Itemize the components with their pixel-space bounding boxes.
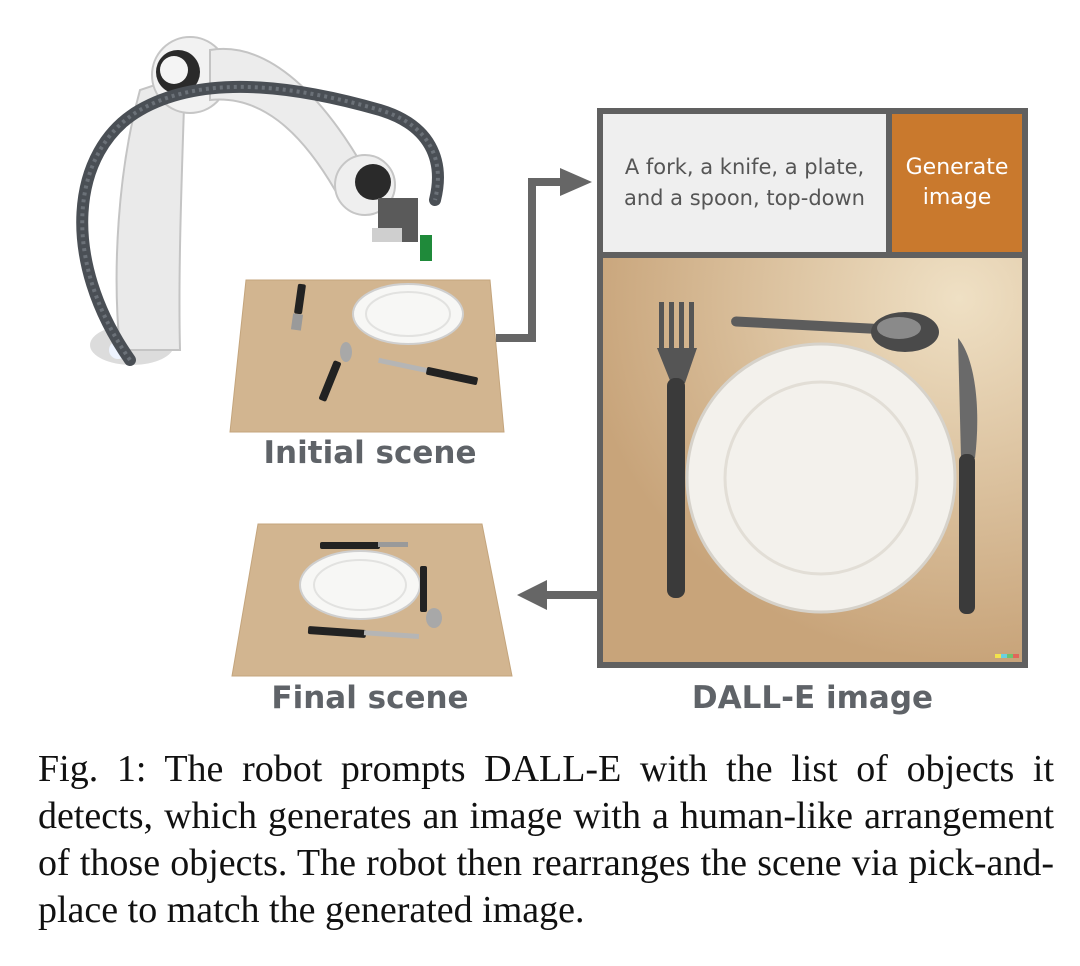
initial-scene-image (229, 279, 505, 433)
generate-image-button[interactable]: Generate image (892, 114, 1022, 252)
robot-arm-image (76, 36, 444, 366)
figure-1: Initial scene A fork, a knife, a plate, … (76, 36, 1028, 716)
initial-scene-label: Initial scene (263, 435, 477, 471)
fork-shape (657, 302, 697, 598)
figure-caption: Fig. 1: The robot prompts DALL-E with th… (38, 748, 1054, 931)
generate-image-label: Generate image (905, 155, 1009, 210)
final-scene-image (231, 523, 513, 677)
arrow-to-prompt (496, 168, 592, 342)
dalle-panel: A fork, a knife, a plate, and a spoon, t… (597, 108, 1028, 668)
dalle-generated-image (603, 258, 1022, 662)
prompt-text-box[interactable]: A fork, a knife, a plate, and a spoon, t… (603, 114, 886, 252)
arrow-to-final (517, 580, 600, 610)
dalle-image-label: DALL-E image (691, 680, 934, 716)
final-scene-label: Final scene (271, 680, 469, 716)
prompt-text: A fork, a knife, a plate, and a spoon, t… (623, 155, 865, 210)
